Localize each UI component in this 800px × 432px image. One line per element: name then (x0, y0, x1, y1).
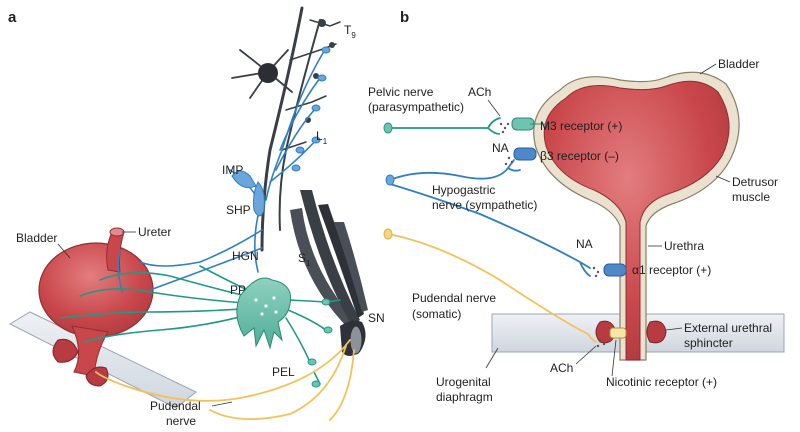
bladder-organ-a (38, 242, 154, 387)
pudendal-nerve-b (387, 233, 597, 343)
sympathetic-nerves-a (117, 47, 327, 293)
label-eus-line1: External urethral (684, 321, 772, 335)
ganglion-cell-a (258, 63, 278, 83)
pudendal-nerve-ganglion (383, 228, 393, 240)
label-ach-top: ACh (468, 85, 491, 99)
m3-receptor (511, 117, 548, 131)
label-detrusor-line1: Detrusor (732, 175, 778, 189)
label-ureter: Ureter (138, 225, 171, 239)
alpha1-receptor (603, 263, 627, 277)
label-pel: PEL (272, 365, 295, 379)
pelvic-nerve-b (387, 117, 501, 129)
panel-a-letter: a (8, 9, 17, 26)
panel-a: a (8, 6, 385, 428)
label-pelvic-line1: Pelvic nerve (368, 85, 434, 99)
label-beta3: β3 receptor (–) (540, 149, 619, 163)
label-m3: M3 receptor (+) (540, 119, 622, 133)
label-shp: SHP (226, 203, 251, 217)
nicotinic-receptor (609, 327, 627, 339)
pudendal-nerve-a (95, 339, 355, 421)
parasympathetic-ganglia-a (307, 298, 333, 388)
label-pudendal-a-line2: nerve (166, 414, 196, 428)
label-bladder-b: Bladder (718, 57, 759, 71)
panel-b-letter: b (400, 9, 409, 26)
label-imp: IMP (222, 163, 243, 177)
label-pelvic-line2: (parasympathetic) (368, 100, 464, 114)
sympathetic-ganglia-a (231, 46, 331, 217)
label-l1: L1 (316, 129, 328, 146)
urogenital-diaphragm-a (8, 311, 197, 409)
bladder-organ-b (533, 71, 740, 361)
label-t9: T9 (344, 23, 356, 40)
label-nicotinic: Nicotinic receptor (+) (606, 375, 717, 389)
spinal-chain (231, 6, 341, 252)
label-eus-line2: sphincter (684, 336, 733, 350)
label-alpha1: α1 receptor (+) (632, 263, 711, 277)
label-bladder-a: Bladder (16, 231, 57, 245)
pelvic-plexus (236, 277, 292, 350)
label-ach-bottom: ACh (550, 361, 573, 375)
label-urogenital-line2: diaphragm (436, 390, 493, 404)
hypogastric-nerve-ganglion (385, 174, 395, 186)
panel-b: b (368, 9, 785, 404)
label-hypo-line2: nerve (sympathetic) (432, 198, 537, 212)
pelvic-plexus-cells (254, 296, 278, 316)
label-pudendal-b-line2: (somatic) (412, 307, 461, 321)
label-na-top: NA (492, 141, 509, 155)
label-sn: SN (368, 311, 385, 325)
label-pudendal-b-line1: Pudendal nerve (412, 291, 496, 305)
label-hgn: HGN (232, 249, 259, 263)
label-pp: PP (230, 283, 246, 297)
label-urogenital-line1: Urogenital (436, 375, 491, 389)
label-urethra: Urethra (664, 239, 704, 253)
label-detrusor-line2: muscle (732, 190, 770, 204)
hypogastric-nerve-b (389, 159, 591, 277)
neurotransmitter-dots (499, 122, 606, 348)
label-na-mid: NA (576, 237, 593, 251)
pelvic-nerve-ganglion (383, 122, 393, 134)
label-pudendal-a-line1: Pudendal (150, 399, 201, 413)
label-s1: S1 (298, 251, 311, 268)
label-hypo-line1: Hypogastric (432, 183, 495, 197)
beta3-receptor (513, 147, 537, 161)
